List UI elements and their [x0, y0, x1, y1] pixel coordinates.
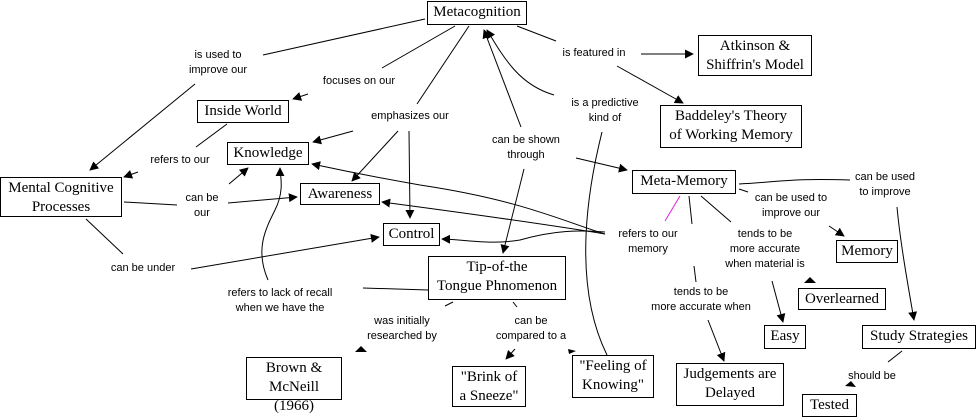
link-phrase-refers-to-our-memory: refers to our memory [618, 228, 678, 255]
concept-baddeley[interactable]: Baddeley's Theory of Working Memory [660, 105, 802, 148]
concept-brown-mcneill[interactable]: Brown & McNeill (1966) [246, 357, 342, 414]
link-line [693, 265, 697, 283]
concept-control[interactable]: Control [383, 223, 440, 246]
link-phrase-can-be-shown-through: can be shown through [492, 134, 560, 161]
link-line [89, 83, 196, 171]
link-line [444, 301, 454, 307]
concept-inside-world[interactable]: Inside World [197, 100, 289, 123]
link-line [700, 195, 732, 223]
link-line [616, 65, 684, 104]
link-phrase-refers-to-our: refers to our [150, 154, 210, 166]
link-line [516, 25, 557, 42]
link-phrase-can-be-used-to-improve: can be used to improve [855, 171, 915, 198]
link-line [828, 225, 845, 237]
highlight-link-line [664, 195, 681, 222]
arrowhead-icon [804, 277, 816, 283]
concept-judgements-delayed[interactable]: Judgements are Delayed [676, 363, 784, 406]
link-line [261, 167, 285, 281]
link-line [482, 29, 522, 128]
link-line [292, 92, 309, 101]
concept-knowledge[interactable]: Knowledge [227, 142, 309, 165]
link-line [707, 319, 726, 362]
link-phrase-is-predictive-kind-of: is a predictive kind of [571, 97, 639, 124]
link-line [771, 280, 786, 323]
link-line [123, 170, 139, 179]
link-phrase-can-be-compared: can be compared to a [495, 315, 567, 342]
link-line [312, 130, 354, 145]
link-line [486, 29, 555, 96]
concept-feeling-of-knowing[interactable]: "Feeling of Knowing" [572, 355, 654, 398]
link-line [887, 350, 903, 363]
link-line [85, 218, 124, 255]
concept-atkinson-shiffrin[interactable]: Atkinson & Shiffrin's Model [698, 35, 812, 76]
link-line [311, 161, 606, 235]
link-phrase-focuses-on: focuses on our [322, 75, 396, 87]
concept-memory[interactable]: Memory [836, 240, 898, 263]
link-phrase-emphasizes: emphasizes our [371, 110, 449, 122]
link-line [738, 178, 851, 185]
link-phrase-refers-lack-of-recall: refers to lack of recall when we have th… [227, 287, 333, 314]
link-phrase-can-be-under: can be under [110, 262, 176, 274]
concept-awareness[interactable]: Awareness [300, 183, 380, 205]
link-line [585, 131, 608, 356]
link-line [441, 230, 606, 244]
link-line [227, 193, 298, 204]
link-phrase-tends-when: tends to be more accurate when [651, 286, 751, 313]
link-line [416, 25, 470, 105]
link-line [123, 201, 178, 206]
link-phrase-is-featured-in: is featured in [562, 47, 626, 59]
link-line [405, 130, 415, 219]
link-line [896, 206, 918, 321]
link-phrase-should-be: should be [848, 370, 896, 382]
link-line [195, 123, 228, 148]
concept-tip-of-the-tongue[interactable]: Tip-of-the Tongue Phnomenon [428, 256, 566, 300]
link-line [228, 167, 249, 185]
arrowhead-icon [845, 381, 856, 387]
link-phrase-tends-when-material: tends to be more accurate when material … [725, 228, 805, 270]
arrowhead-icon [568, 349, 576, 354]
link-line [505, 348, 516, 360]
link-line [351, 130, 399, 182]
link-line [190, 233, 380, 270]
link-line [738, 188, 749, 193]
arrowhead-icon [355, 346, 367, 352]
link-phrase-is-used-to-improve: is used to improve our [188, 49, 248, 76]
concept-meta-memory[interactable]: Meta-Memory [632, 170, 736, 194]
link-phrase-can-be-used-to-improve-our: can be used to improve our [754, 192, 828, 219]
link-phrase-was-initially-researched: was initially researched by [367, 315, 437, 342]
link-line [512, 301, 518, 308]
link-line [500, 168, 525, 254]
concept-tested[interactable]: Tested [802, 394, 857, 417]
concept-metacognition[interactable]: Metacognition [427, 1, 527, 25]
concept-brink-of-a-sneeze[interactable]: "Brink of a Sneeze" [452, 366, 526, 407]
concept-easy[interactable]: Easy [764, 325, 806, 349]
concept-mental-cognitive-processes[interactable]: Mental Cognitive Processes [0, 177, 122, 217]
link-line [688, 195, 693, 225]
link-phrase-can-be-our: can be our [185, 192, 219, 219]
link-line [575, 157, 628, 173]
link-line [262, 18, 426, 56]
link-line [381, 25, 456, 69]
concept-overlearned[interactable]: Overlearned [798, 288, 886, 310]
link-line [362, 287, 429, 291]
concept-study-strategies[interactable]: Study Strategies [862, 325, 976, 349]
